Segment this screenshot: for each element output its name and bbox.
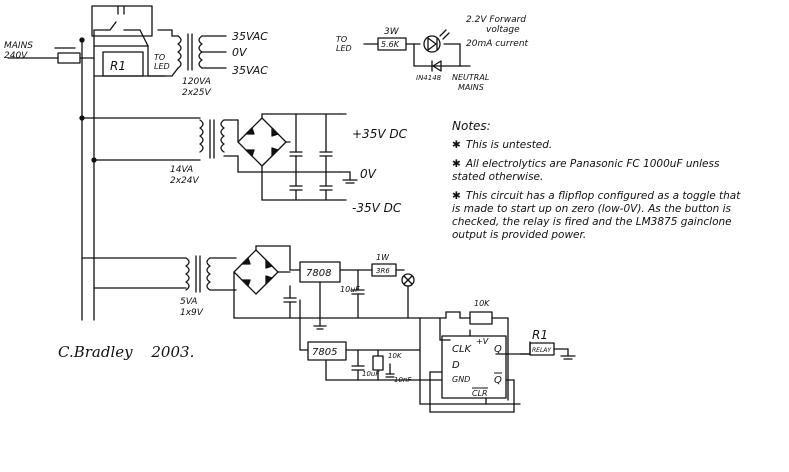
label-to-led-2b: LED [336, 44, 352, 53]
label-relay-r1: R1 [110, 59, 126, 73]
label-ff-d: D [452, 360, 460, 371]
label-10k-top: 10K [474, 299, 490, 308]
flipflop-ic [441, 335, 507, 399]
label-mains: MAINS [4, 41, 33, 51]
label-tr2-rating: 14VA [170, 165, 193, 175]
note-text: All electrolytics are Panasonic FC 1000u… [452, 158, 720, 183]
label-plus-35v: +35V DC [352, 127, 408, 141]
label-10uf-b: 10uF [362, 370, 380, 378]
label-minus-35v: -35V DC [352, 201, 402, 215]
label-tr1-windings: 2x25V [182, 88, 212, 98]
reg-7805-stage [299, 299, 421, 381]
note-item: ✱This circuit has a flipflop configured … [452, 190, 752, 242]
transformer-tr2 [79, 115, 239, 163]
schematic-labels: MAINS 240V 35VAC 0V 35VAC R1 TO LED 120V… [4, 15, 552, 398]
filter-caps-35v [237, 113, 358, 201]
signature-block: C.Bradley 2003. [58, 343, 194, 361]
notes-title: Notes: [452, 119, 491, 133]
label-ff-gnd: GND [452, 375, 470, 384]
label-ff-q: Q [494, 344, 502, 355]
transformer-tr3 [81, 255, 237, 293]
label-10uf-a: 10uF [340, 285, 360, 294]
label-led-voltage: voltage [486, 25, 520, 35]
label-to-led-1b: LED [154, 62, 170, 71]
resistor-10k-mid [372, 355, 384, 371]
label-tr3-rating: 5VA [180, 297, 197, 307]
bullet-icon: ✱ [452, 158, 461, 170]
note-item: ✱All electrolytics are Panasonic FC 1000… [452, 158, 752, 184]
relay-coil-r1-drive [519, 342, 576, 360]
label-to-led-1: TO [154, 53, 165, 62]
label-led-forward: 2.2V Forward [466, 15, 526, 25]
label-35vac-bot: 35VAC [232, 64, 268, 77]
note-item: ✱ This is untested. [452, 139, 752, 152]
label-r1-coil: R1 [532, 328, 548, 342]
label-3w: 3W [384, 27, 400, 37]
label-mains-voltage: 240V [4, 51, 28, 61]
label-0v-tr1: 0V [232, 46, 248, 59]
reg-7808-stage [283, 261, 415, 330]
label-led-current: 20mA current [466, 39, 529, 49]
label-10k-mid: 10K [388, 352, 403, 360]
label-1w: 1W [376, 253, 390, 262]
bullet-icon: ✱ [452, 139, 461, 151]
label-5k6: 5.6K [381, 40, 400, 49]
label-to-led-2: TO [336, 35, 347, 44]
relay-r1 [91, 5, 173, 77]
label-neutral: NEUTRAL [452, 73, 489, 82]
regulator-7805 [307, 341, 347, 361]
label-3r6: 3R6 [376, 267, 390, 275]
note-text: This is untested. [465, 139, 553, 151]
diode-in4148 [432, 60, 442, 72]
transformer-tr1 [93, 29, 227, 77]
bullet-icon: ✱ [452, 190, 461, 202]
label-tr2-windings: 2x24V [170, 176, 200, 186]
label-in4148: IN4148 [416, 74, 442, 82]
label-tr1-rating: 120VA [182, 77, 211, 87]
label-10nf: 10nF [394, 376, 412, 384]
label-35vac-top: 35VAC [232, 30, 268, 43]
label-relay-coil: RELAY [532, 347, 552, 354]
label-tr3-windings: 1x9V [180, 308, 204, 318]
label-ff-vcc: +V [476, 337, 489, 346]
note-text: This circuit has a flipflop configured a… [452, 190, 741, 241]
flipflop-stage [419, 311, 531, 413]
led [423, 35, 441, 53]
label-0v-rail: 0V [360, 167, 377, 181]
label-ff-qbar: Q [494, 375, 502, 386]
fuse [57, 52, 81, 64]
mains-trunk [79, 29, 95, 321]
label-7805: 7805 [312, 347, 337, 358]
bridge-rectifier-35v [237, 113, 341, 201]
notes-block: Notes: ✱This is untested. ✱All electroly… [452, 120, 752, 248]
label-neutral-mains: MAINS [458, 83, 484, 92]
resistor-10k-top [469, 311, 493, 325]
label-7808: 7808 [306, 268, 331, 279]
label-ff-clk: CLK [452, 344, 473, 355]
bridge-rectifier-5v [233, 245, 421, 319]
signature-year: 2003. [151, 343, 195, 361]
label-ff-clr: CLR [472, 389, 488, 398]
led-indicator-circuit [363, 29, 471, 72]
signature: C.Bradley [58, 343, 133, 361]
